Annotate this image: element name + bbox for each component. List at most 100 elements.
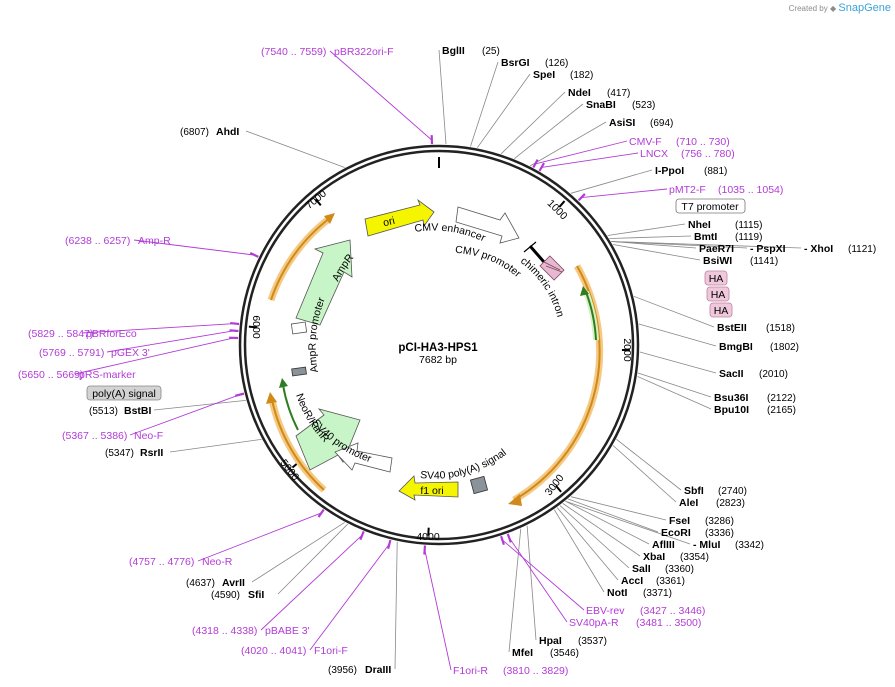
backbone-outer-strand <box>238 144 640 546</box>
primer-neo-f: Neo-F <box>134 430 163 442</box>
primer-neo-r: Neo-R <box>202 556 233 568</box>
cmv-promoter-text: CMV promoter <box>455 244 524 280</box>
leader-draiii <box>394 541 398 670</box>
site-pos-bmgbi: (1802) <box>770 342 799 353</box>
site-pos-ndei: (417) <box>607 88 630 99</box>
primer-f1ori-r: F1ori-R <box>453 665 488 677</box>
leader-paer7i <box>611 241 697 249</box>
site-xbai: XbaI <box>643 551 665 563</box>
primer-leader-pbabe-3 <box>260 534 363 631</box>
ha-box-2: HA <box>706 286 730 302</box>
site-hpai: HpaI <box>539 635 562 647</box>
sv40-promoter-feature <box>334 442 393 473</box>
plasmid-length: 7682 bp <box>419 354 457 366</box>
tick-label-4000: 4000 <box>416 531 440 543</box>
site-sali: SalI <box>632 563 651 575</box>
site-noti: NotI <box>607 587 627 599</box>
ha-label-3: HA <box>714 305 729 317</box>
leader-bmgbi <box>638 323 717 347</box>
t7-promoter-box: T7 promoter <box>675 198 746 214</box>
site-pspxi: - PspXI <box>750 243 786 255</box>
leader-bstbi <box>153 400 246 411</box>
primer-leader-sv40pa-r <box>508 537 568 623</box>
primer-mark-neo-r <box>317 509 325 518</box>
cmv-enhancer-feature <box>455 206 520 244</box>
primer-leader-ebv-rev <box>502 539 585 611</box>
cmv-promoter-label: CMV promoter <box>455 244 524 280</box>
sv40-polya-block <box>469 475 489 495</box>
site-pos-ecori: (3336) <box>705 528 734 539</box>
brand-name: SnapGene <box>838 2 891 14</box>
tick-label-7000: 7000 <box>303 187 329 211</box>
primer-range-pbrforeco: (5829 .. 5847) <box>28 328 93 340</box>
polya-signal-box: poly(A) signal <box>86 385 162 401</box>
site-pos-noti: (3371) <box>643 588 672 599</box>
site-pos-bstbi: (5513) <box>89 406 118 417</box>
site-pos-bsu36i: (2122) <box>767 393 796 404</box>
site-pos-xhoi: (1121) <box>848 244 876 255</box>
promoter-block <box>528 245 546 263</box>
primer-range-neo-f: (5367 .. 5386) <box>62 430 127 442</box>
leader-bglii <box>438 49 447 145</box>
promoter-cap <box>523 241 537 253</box>
primer-range-amp-r: (6238 .. 6257) <box>65 235 130 247</box>
leader-avrii <box>251 522 345 583</box>
leader-sacii <box>639 351 717 374</box>
site-mfei: MfeI <box>512 647 533 659</box>
site-bsiwi: BsiWI <box>703 255 732 267</box>
leader-acci <box>556 507 619 581</box>
site-draiii: DraIII <box>365 664 391 676</box>
leader-xbai <box>562 503 641 557</box>
site-afliii: AflIII <box>652 539 675 551</box>
primer-mark-cmv-f <box>532 159 539 169</box>
primer-marks <box>229 135 586 555</box>
ampr-promoter-feature <box>290 321 308 335</box>
primer-leader-lncx <box>541 152 639 168</box>
primer-leader-pmt2-f <box>581 188 668 198</box>
sv40-polya-label: SV40 poly(A) signal <box>420 447 509 482</box>
tick-mark-3000 <box>555 485 562 493</box>
primer-mark-f1ori-f <box>387 539 392 550</box>
plasmid-name: pCI-HA3-HPS1 <box>398 342 478 354</box>
primer-range-lncx: (756 .. 780) <box>681 148 735 160</box>
neo-green-arrowhead <box>279 378 288 388</box>
site-pos-bsteii: (1518) <box>766 323 795 334</box>
site-pos-sbfi: (2740) <box>718 486 747 497</box>
leader-sali <box>559 505 630 569</box>
site-pos-mfei: (3546) <box>550 648 579 659</box>
primer-sv40pa-r: SV40pA-R <box>569 617 619 629</box>
primer-range-sv40pa-r: (3481 .. 3500) <box>636 617 701 629</box>
site-pos-mlui: (3342) <box>735 540 764 551</box>
tick-mark-7000 <box>314 198 322 206</box>
primer-mark-pgex-3 <box>229 329 239 333</box>
primer-ebv-rev: EBV-rev <box>586 605 625 617</box>
site-pos-asisi: (694) <box>650 118 673 129</box>
site-bsteii: BstEII <box>717 322 747 334</box>
leader-bsrgi <box>470 61 499 147</box>
site-pos-snabi: (523) <box>632 100 655 111</box>
leader-snabi <box>514 103 584 159</box>
site-acci: AccI <box>621 575 643 587</box>
site-pos-bglii: (25) <box>482 46 500 57</box>
leader-bsteii <box>633 296 715 328</box>
site-pos-fsei: (3286) <box>705 516 734 527</box>
site-pos-sacii: (2010) <box>759 369 788 380</box>
neo-orf-line <box>271 399 325 491</box>
leader-bmti <box>609 235 692 239</box>
t7-promoter-label: T7 promoter <box>681 201 739 213</box>
f1-ori-label: f1 ori <box>420 485 443 497</box>
site-fsei: FseI <box>669 515 690 527</box>
site-sacii: SacII <box>719 368 744 380</box>
primer-leader-f1ori-f <box>309 543 390 651</box>
site-xhoi: - XhoI <box>804 243 833 255</box>
ori-label: ori <box>382 215 396 229</box>
site-ndei: NdeI <box>568 87 591 99</box>
site-pos-xbai: (3354) <box>680 552 709 563</box>
site-bstbi: BstBI <box>124 405 152 417</box>
primer-mark-pmt2-f <box>577 193 586 202</box>
leader-nhei <box>607 223 686 236</box>
site-paer7i: PaeR7I <box>699 243 734 255</box>
site-sbfi: SbfI <box>684 485 704 497</box>
leader-mlui <box>565 500 691 545</box>
site-nhei: NheI <box>688 219 711 231</box>
